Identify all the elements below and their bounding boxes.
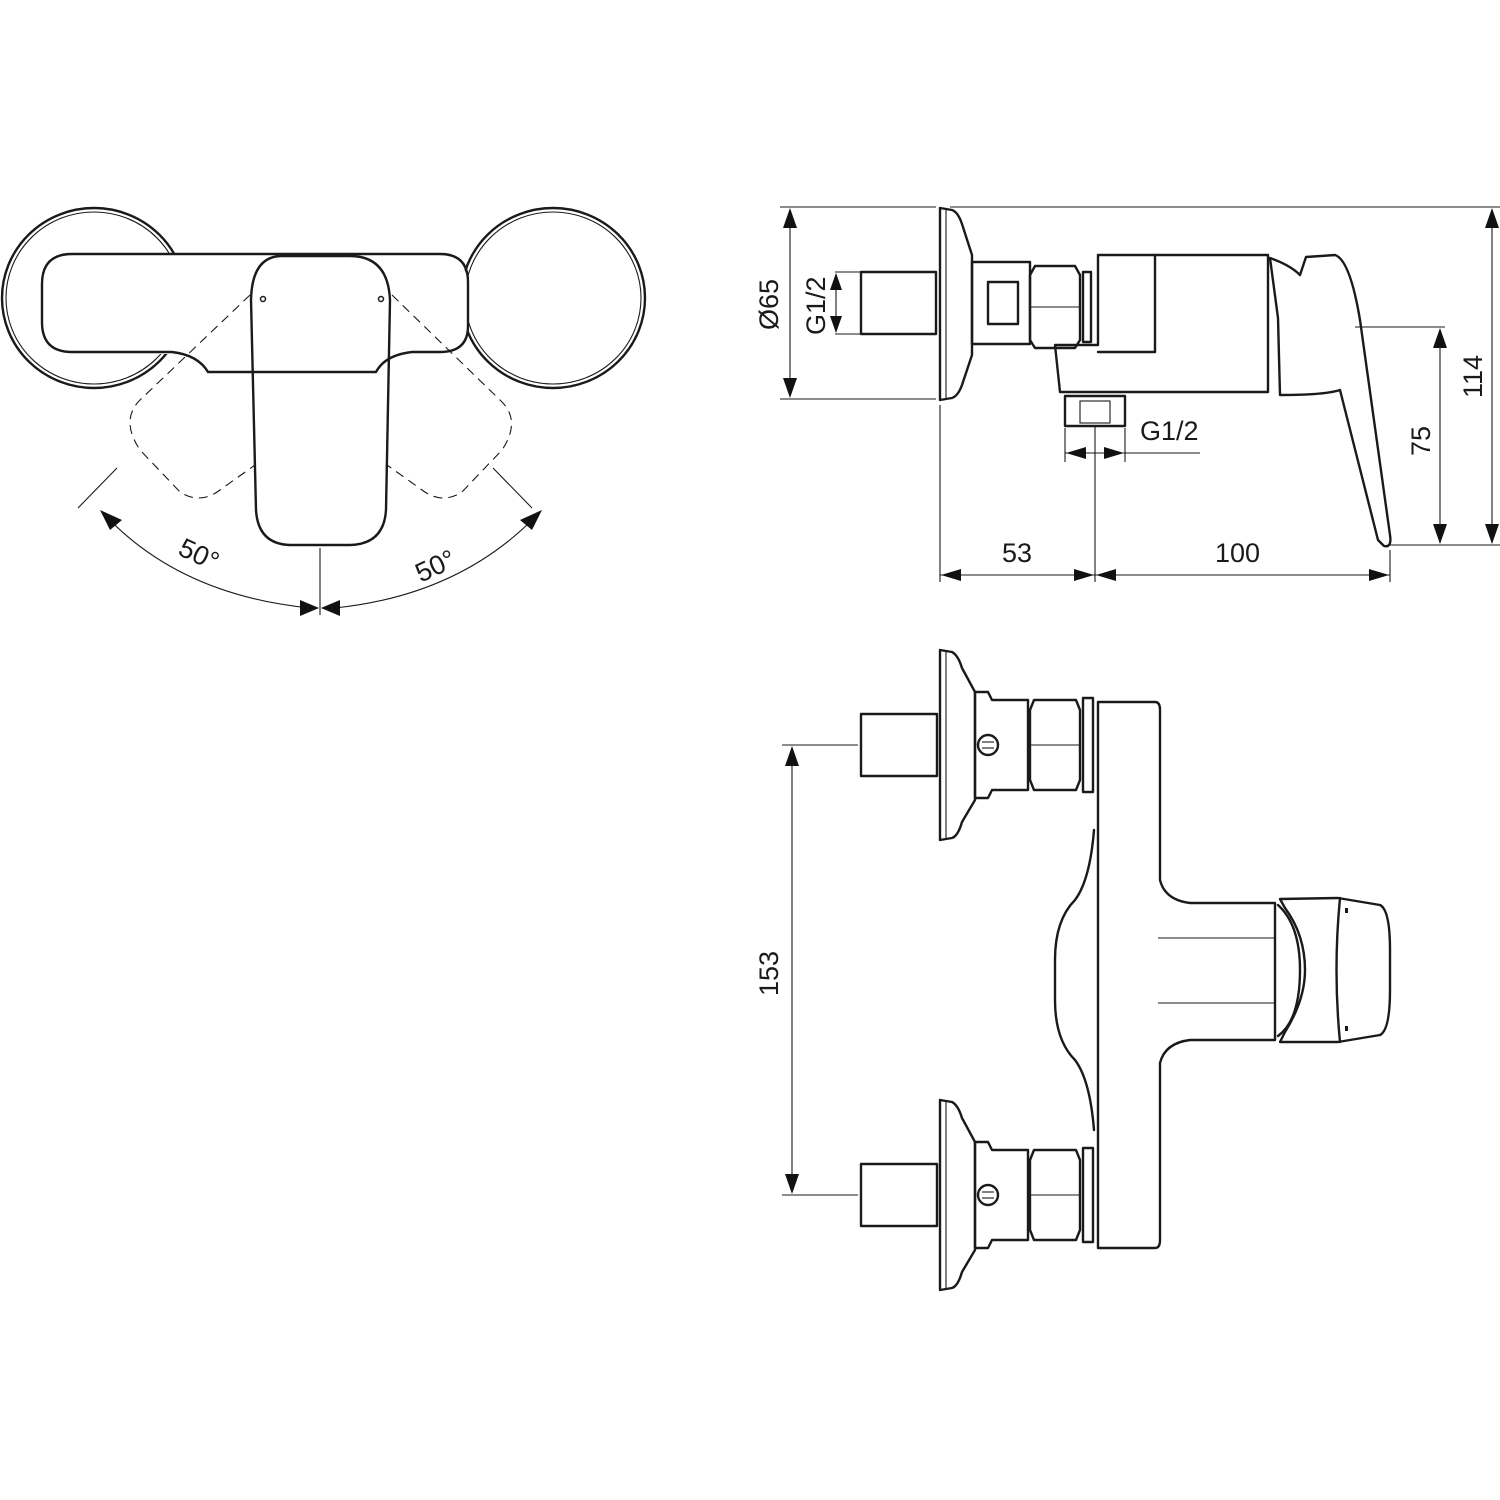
upper-flange <box>938 648 977 842</box>
side-view: Ø65 G1/2 G1/2 <box>754 206 1500 582</box>
angle-label-left: 50° <box>174 532 224 576</box>
overall-height-label: 114 <box>1458 355 1488 398</box>
side-body <box>1053 253 1270 394</box>
front-body <box>1096 700 1277 1250</box>
lever-height-label: 75 <box>1406 426 1436 456</box>
flange-diameter-label: Ø65 <box>754 279 784 330</box>
angle-arc-right <box>334 514 538 609</box>
lower-flange <box>938 1098 977 1292</box>
angle-label-right: 50° <box>411 544 461 588</box>
hex-nut <box>1028 264 1082 350</box>
side-lever <box>1268 253 1392 548</box>
front-lever-cap <box>1278 896 1392 1044</box>
side-flange <box>938 206 974 402</box>
inlet-thread-label: G1/2 <box>801 276 831 335</box>
front-view: 153 <box>754 648 1392 1292</box>
lever-handle <box>249 254 392 547</box>
depth-100-label: 100 <box>1215 538 1260 568</box>
top-view: 50° 50° <box>0 206 647 616</box>
outlet-thread-label: G1/2 <box>1140 416 1199 446</box>
angle-arc-left <box>104 514 311 609</box>
body-bulge <box>1053 828 1096 1132</box>
inlet-centers-label: 153 <box>754 951 784 996</box>
mixer-body-bar <box>40 252 470 374</box>
right-flange-circle <box>459 206 647 390</box>
depth-53-label: 53 <box>1002 538 1032 568</box>
